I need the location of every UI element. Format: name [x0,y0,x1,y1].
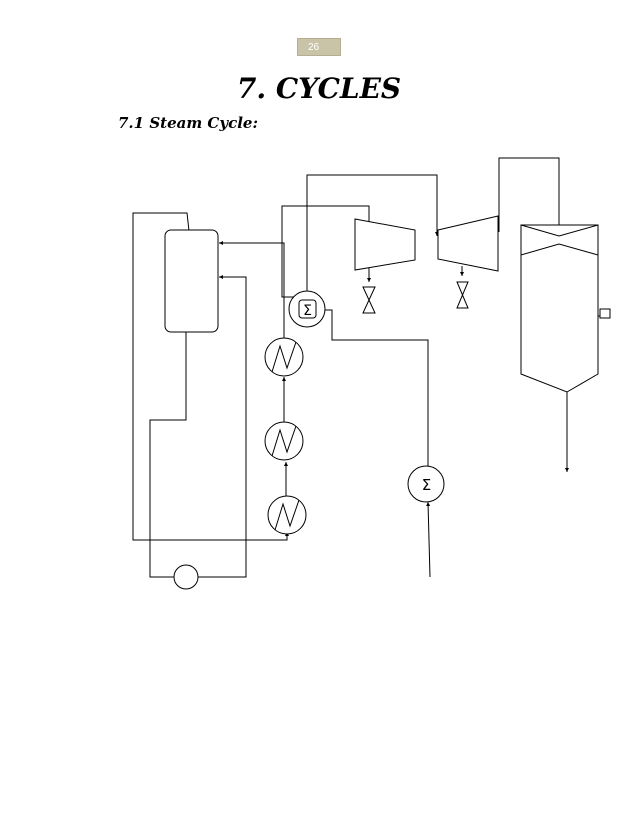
compressor-icon [354,218,416,271]
heat-exchanger-icon [267,495,307,535]
valve-icon [362,286,376,314]
pipe-separator-internal [538,308,611,319]
chapter-title: 7. CYCLES [236,72,402,105]
svg-text:Σ: Σ [422,476,431,494]
pipe-drum-to-pump [149,332,187,578]
pipe-left-loop [132,212,289,541]
pipe-top-to-separator [498,157,561,234]
heat-exchanger-icon [264,337,304,377]
drum-vessel-icon [164,229,219,333]
pipe-to-turbine [306,174,439,292]
turbine-icon [437,215,499,272]
pipe-hx1-to-drum [219,241,285,338]
svg-text:Σ: Σ [303,303,312,319]
pipe-heater-to-compressor [281,205,371,298]
separator-bowtie-icon [520,224,599,256]
sum-heater-icon: Σ [407,465,445,503]
valve-icon [456,281,469,309]
page-number: 26 [297,38,341,56]
pipe-feed-in [426,501,431,578]
pipe-heater-down [320,309,429,466]
sum-heater-icon: Σ [288,290,326,328]
heat-exchanger-icon [264,421,304,461]
section-title: 7.1 Steam Cycle: [118,114,259,132]
pipe-pump-to-drum [198,275,247,578]
pump-icon [173,564,199,590]
separator-vessel-icon [520,224,599,393]
